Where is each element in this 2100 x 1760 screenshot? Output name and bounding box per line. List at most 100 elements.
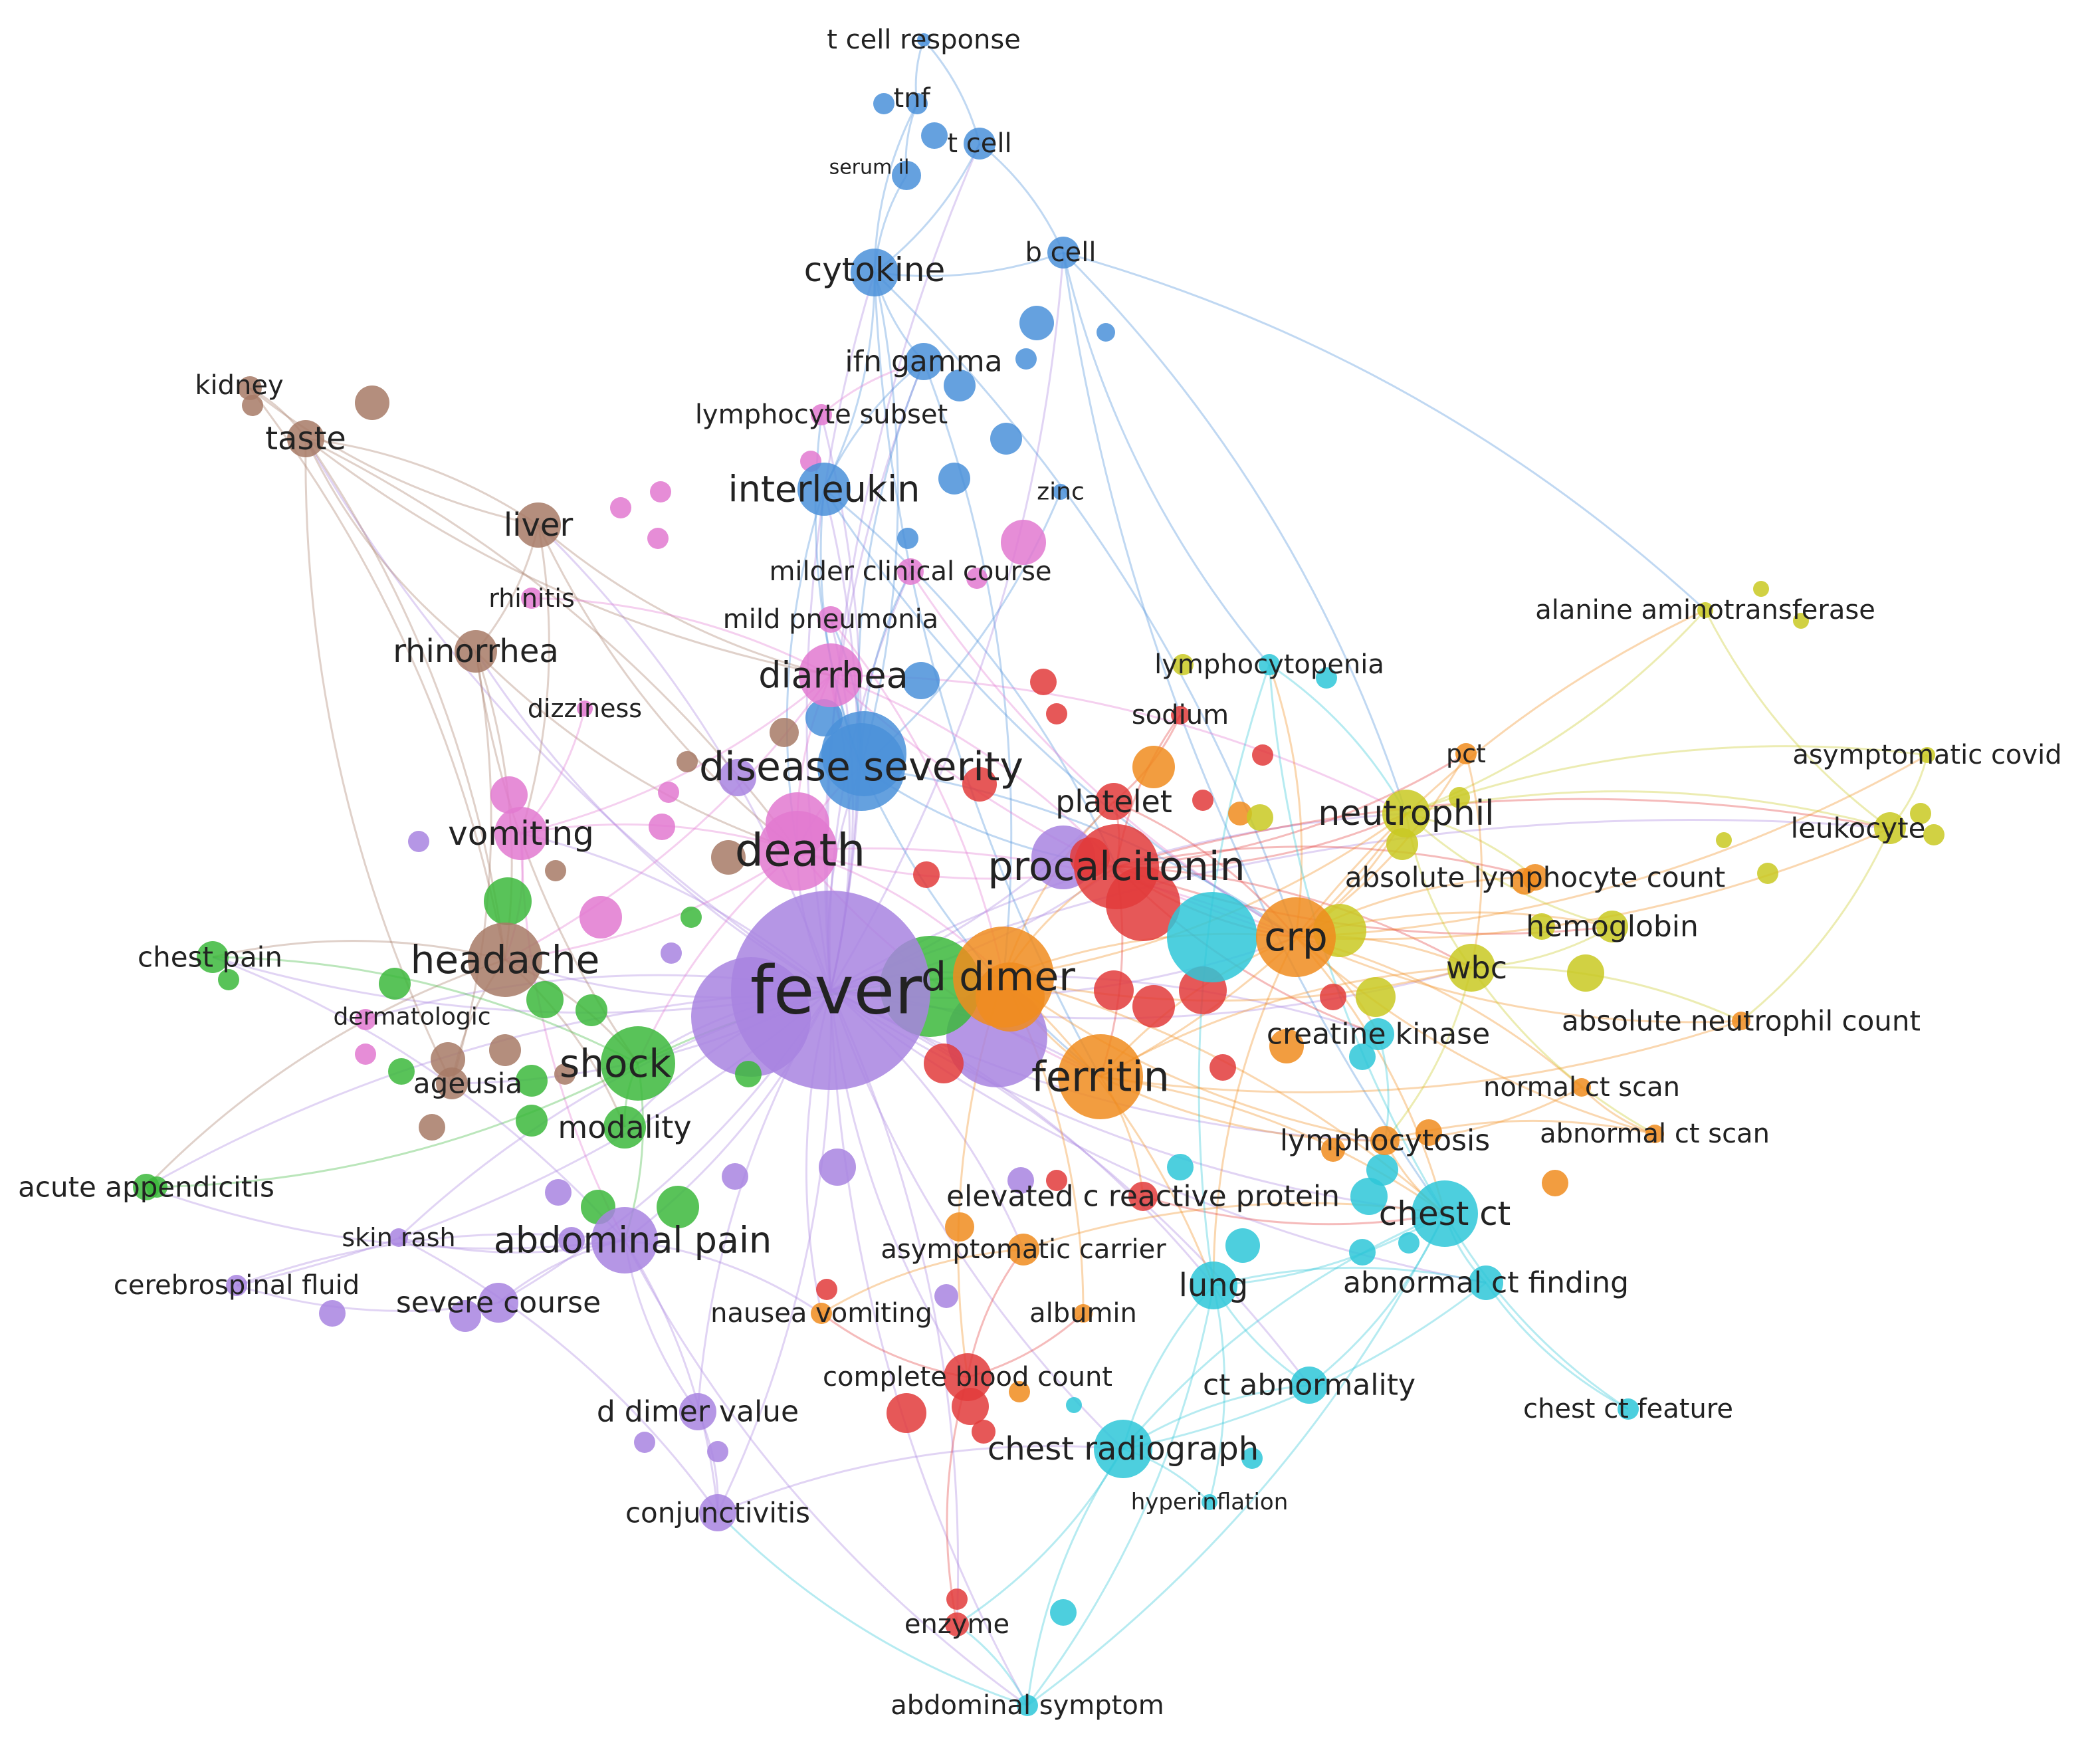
node-complete-blood-count-bubble[interactable] <box>944 1353 992 1401</box>
node-albumin-bubble[interactable] <box>1074 1304 1093 1323</box>
node-wbc-bubble[interactable] <box>1447 944 1495 992</box>
node-zinc-bubble[interactable] <box>1053 484 1069 500</box>
node-ct-abnormality-bubble[interactable] <box>1291 1367 1328 1404</box>
node-asymptomatic-carrier-bubble[interactable] <box>1007 1234 1039 1265</box>
node-nausea-vomiting-label: nausea vomiting <box>710 1298 932 1329</box>
bubble-purple-35 <box>408 831 429 852</box>
node-severe-course-bubble[interactable] <box>478 1283 518 1323</box>
edge-liver-death <box>537 524 798 852</box>
node-t-cell-response-bubble[interactable] <box>917 33 930 47</box>
node-headache-bubble[interactable] <box>468 923 542 997</box>
node-pct-bubble[interactable] <box>1455 743 1477 764</box>
node-diarrhea-label: diarrhea <box>758 655 908 697</box>
node-d-dimer-value-bubble[interactable] <box>679 1393 716 1430</box>
node-lymphocytosis-bubble[interactable] <box>1370 1126 1400 1155</box>
node-absolute-neutrophil-count-bubble[interactable] <box>1732 1012 1750 1030</box>
node-procalcitonin-bubble[interactable] <box>1074 824 1159 909</box>
node-ferritin-bubble[interactable] <box>1058 1034 1143 1119</box>
node-b-cell-bubble[interactable] <box>1047 237 1079 269</box>
edge-neutrophil-alanine_aminotransferase <box>1406 609 1707 815</box>
node-abnormal-ct-scan-bubble[interactable] <box>1645 1125 1664 1143</box>
node-tnf-bubble[interactable] <box>906 93 928 114</box>
node-modality-bubble[interactable] <box>603 1106 646 1149</box>
node-chest-pain-bubble[interactable] <box>197 941 229 973</box>
node-neutrophil-bubble[interactable] <box>1382 790 1430 837</box>
node-elevated-c-reactive-protein-bubble[interactable] <box>1128 1182 1158 1211</box>
node-normal-ct-scan-bubble[interactable] <box>1572 1078 1591 1097</box>
edge-ferritin-wbc <box>1100 966 1472 1078</box>
node-lymphocyte-subset-bubble[interactable] <box>811 404 832 425</box>
node-cerebrospinal-fluid-bubble[interactable] <box>226 1275 247 1296</box>
edge-vomiting-abdominal_pain <box>520 833 626 1241</box>
node-absolute-lymphocyte-count-bubble[interactable] <box>1522 864 1548 891</box>
node-chest-ct-bubble[interactable] <box>1412 1180 1478 1247</box>
node-abdominal-pain-label: abdominal pain <box>494 1220 772 1262</box>
node-ifn-gamma-label: ifn gamma <box>845 345 1002 379</box>
node-fever-bubble[interactable] <box>731 891 930 1090</box>
node-abdominal-symptom-bubble[interactable] <box>1017 1695 1038 1716</box>
bubble-blue-5 <box>944 370 976 401</box>
edge-wbc-lymphocytosis <box>1384 967 1473 1141</box>
node-skin-rash-bubble[interactable] <box>389 1228 408 1247</box>
node-creatine-kinase-bubble[interactable] <box>1362 1018 1394 1050</box>
node-leukocyte-bubble[interactable] <box>1874 812 1906 844</box>
node-platelet-bubble[interactable] <box>1095 783 1132 820</box>
node-mild-pneumonia-bubble[interactable] <box>817 606 844 633</box>
node-ct-abnormality-label: ct abnormality <box>1203 1369 1416 1402</box>
edge-fever-abdominal_symptom <box>829 990 1029 1706</box>
node-milder-clinical-course-bubble[interactable] <box>897 558 924 585</box>
node-shock-bubble[interactable] <box>601 1026 675 1101</box>
node-serum-il-bubble[interactable] <box>892 161 921 190</box>
node-fever-label: fever <box>750 952 922 1030</box>
node-hyperinflation-bubble[interactable] <box>1202 1494 1217 1510</box>
node-cytokine-label: cytokine <box>804 251 946 289</box>
edge-abdominal_pain-acute_appendicitis <box>146 1186 625 1250</box>
node-interleukin-bubble[interactable] <box>797 463 851 516</box>
node-dermatologic-bubble[interactable] <box>355 1009 376 1030</box>
edge-elevated_c_reactive_protein-chest_ct <box>1142 1195 1445 1226</box>
node-liver-bubble[interactable] <box>516 502 561 548</box>
node-d-dimer-value-label: d dimer value <box>597 1395 799 1429</box>
node-enzyme-bubble[interactable] <box>945 1612 969 1636</box>
node-death-bubble[interactable] <box>758 811 837 891</box>
node-vomiting-bubble[interactable] <box>494 807 548 860</box>
node-sodium-label: sodium <box>1132 700 1229 730</box>
node-kidney-bubble[interactable] <box>238 376 262 400</box>
node-cytokine-bubble[interactable] <box>851 249 898 296</box>
bubble-red-80 <box>972 1420 996 1444</box>
node-abdominal-symptom-label: abdominal symptom <box>891 1690 1164 1721</box>
node-dizziness-bubble[interactable] <box>577 701 593 716</box>
node-acute-appendicitis-bubble[interactable] <box>133 1174 159 1200</box>
node-t-cell-bubble[interactable] <box>964 128 996 160</box>
edge-t_cell-b_cell <box>979 142 1065 253</box>
bubble-pink-13 <box>650 481 671 502</box>
bubble-olive-107 <box>1528 913 1555 940</box>
node-chest-ct-feature-bubble[interactable] <box>1618 1398 1639 1420</box>
bubble-purple-42 <box>558 1227 585 1254</box>
bubble-green-59 <box>735 1061 762 1087</box>
node-conjunctivitis-bubble[interactable] <box>699 1494 736 1531</box>
node-diarrhea-bubble[interactable] <box>799 643 863 707</box>
node-ageusia-bubble[interactable] <box>436 1067 468 1099</box>
node-procalcitonin-label: procalcitonin <box>988 843 1245 890</box>
node-rhinorrhea-bubble[interactable] <box>455 630 497 673</box>
node-alanine-aminotransferase-bubble[interactable] <box>1697 602 1713 618</box>
node-rhinitis-bubble[interactable] <box>521 588 542 609</box>
node-chest-radiograph-bubble[interactable] <box>1094 1420 1152 1478</box>
node-lung-bubble[interactable] <box>1190 1262 1237 1309</box>
node-ifn-gamma-bubble[interactable] <box>905 343 942 380</box>
node-asymptomatic-covid-bubble[interactable] <box>1919 747 1935 763</box>
edge-ferritin-chest_ct <box>1100 1075 1445 1215</box>
node-sodium-bubble[interactable] <box>1171 706 1190 724</box>
node-abnormal-ct-finding-bubble[interactable] <box>1469 1265 1503 1300</box>
node-disease-severity-bubble[interactable] <box>817 723 905 811</box>
node-abdominal-pain-bubble[interactable] <box>591 1207 658 1273</box>
bubble-red-68 <box>962 767 997 802</box>
node-nausea-vomiting-bubble[interactable] <box>811 1303 832 1324</box>
bubble-purple-45 <box>707 1441 728 1462</box>
node-hemoglobin-bubble[interactable] <box>1596 911 1628 942</box>
node-taste-bubble[interactable] <box>287 420 324 457</box>
node-lymphocytopenia-bubble[interactable] <box>1259 654 1280 675</box>
node-crp-bubble[interactable] <box>1256 897 1336 977</box>
node-d-dimer-bubble[interactable] <box>953 927 1054 1028</box>
